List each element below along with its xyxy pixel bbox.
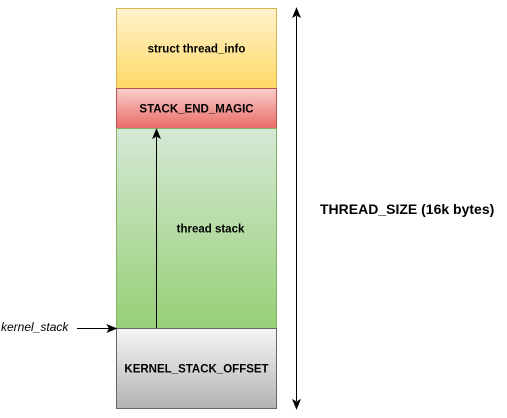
thread-info-block: struct thread_info [116, 8, 277, 89]
thread-info-label: struct thread_info [148, 44, 246, 56]
kernel-stack-offset-block: KERNEL_STACK_OFFSET [116, 328, 277, 409]
kernel-stack-pointer-label: kernel_stack [1, 320, 69, 334]
thread-size-arrow [291, 7, 302, 410]
kernel-stack-pointer-arrow [77, 323, 118, 334]
kernel-stack-offset-label: KERNEL_STACK_OFFSET [124, 364, 268, 376]
stack-end-magic-label: STACK_END_MAGIC [139, 104, 253, 116]
stack-growth-arrow [151, 128, 162, 328]
thread-stack-block: thread stack [116, 128, 277, 329]
stack-end-magic-block: STACK_END_MAGIC [116, 88, 277, 129]
thread-size-label: THREAD_SIZE (16k bytes) [320, 201, 494, 217]
thread-stack-label: thread stack [177, 224, 245, 236]
